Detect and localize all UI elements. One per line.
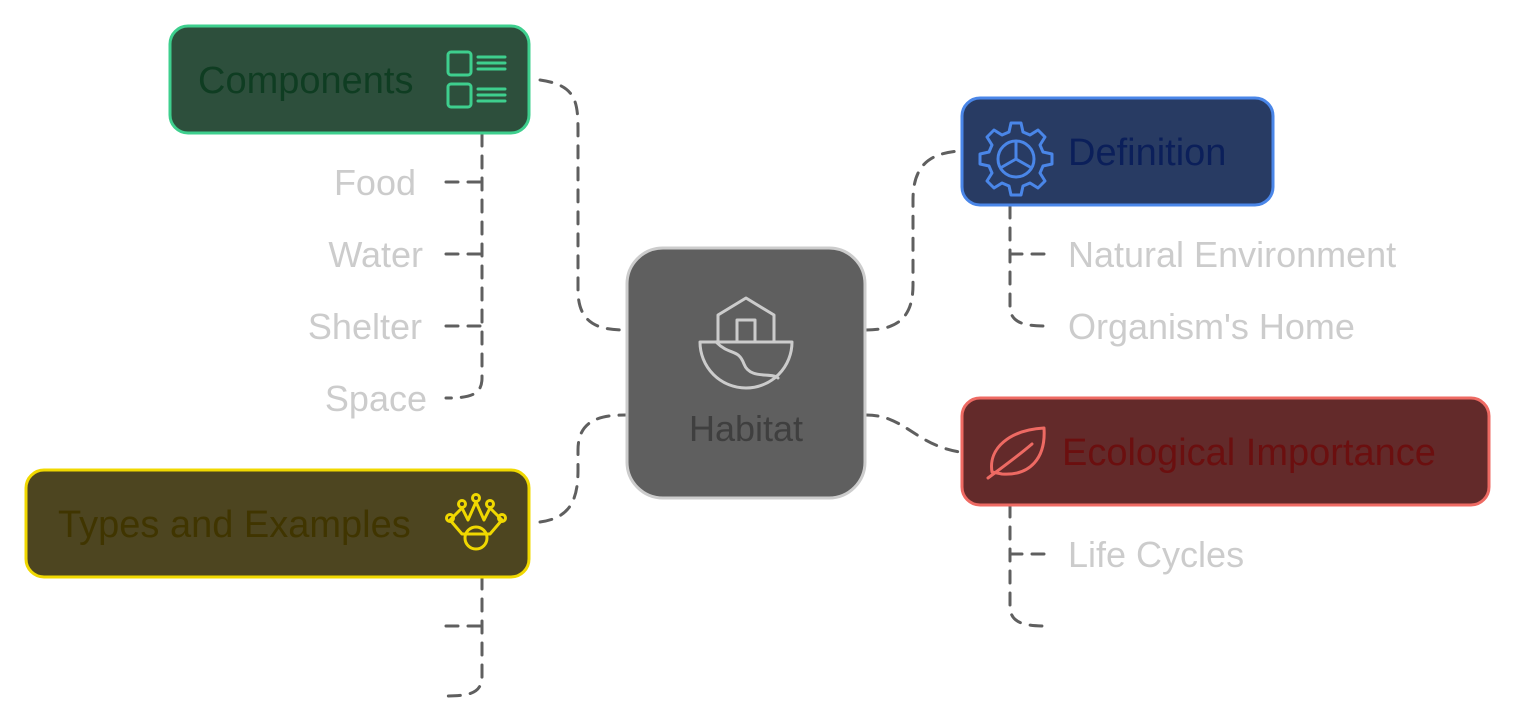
definition-box [960,96,1275,207]
branch-definition[interactable]: Definition [960,96,1275,207]
branch-ecological-importance[interactable]: Ecological Importance [960,396,1491,507]
components-box [168,24,531,135]
connectors [444,78,1048,698]
gear-icon [978,121,1054,197]
connector-ecological-trunk [1008,503,1048,628]
crown-icon [445,493,507,551]
branch-components[interactable]: Components [168,24,531,135]
connector-definition-trunk [1008,204,1048,328]
leaf-icon [986,426,1046,480]
leaf-organisms-home: Organism's Home [1068,306,1355,347]
leaf-space: Space [325,378,427,419]
ecological-label: Ecological Importance [1062,432,1436,474]
leaf-natural-environment: Natural Environment [1068,234,1396,275]
connector-ecological [864,413,962,454]
center-node-label: Habitat [689,408,803,449]
definition-label: Definition [1068,132,1226,174]
types-label: Types and Examples [58,504,411,546]
connector-components [538,78,628,332]
center-node-box [625,246,867,500]
leaf-water: Water [328,234,423,275]
leaf-life-cycles: Life Cycles [1068,534,1244,575]
connector-definition [864,149,962,332]
list-icon [446,50,507,109]
components-label: Components [198,60,413,102]
center-node[interactable]: Habitat [625,246,867,500]
house-on-globe-icon [698,296,794,390]
connector-types [538,413,628,524]
leaf-shelter: Shelter [308,306,422,347]
connector-components-trunk [444,132,484,400]
types-box [24,468,531,579]
ecological-box [960,396,1491,507]
branch-types-and-examples[interactable]: Types and Examples [24,468,531,579]
leaf-food: Food [334,162,416,203]
connector-types-trunk [444,575,484,698]
